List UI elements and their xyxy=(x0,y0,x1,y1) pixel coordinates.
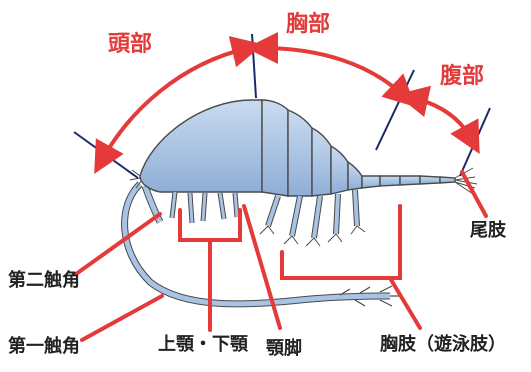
maxilliped-label: 顎脚 xyxy=(266,340,302,358)
uropod-leader xyxy=(462,172,486,216)
uropod-label: 尾肢 xyxy=(470,222,506,240)
abdomen-label: 腹部 xyxy=(440,66,484,88)
thorax-label: 胸部 xyxy=(286,14,330,36)
first-antenna-leader xyxy=(82,296,162,340)
legs-bracket xyxy=(282,206,400,278)
jaws-label: 上顎・下顎 xyxy=(158,336,248,354)
thorax-arrow xyxy=(262,48,404,96)
maxilliped-leader xyxy=(244,206,280,328)
second-antenna-leader xyxy=(76,214,160,274)
leader-lines xyxy=(76,172,486,340)
first-antenna-label: 第一触角 xyxy=(8,338,80,356)
thoracic-legs xyxy=(268,190,357,238)
head-label: 頭部 xyxy=(108,34,152,56)
thoracic-legs-label: 胸肢（遊泳肢） xyxy=(380,336,506,354)
second-antenna-label: 第二触角 xyxy=(8,272,80,290)
legs-leader xyxy=(390,278,420,328)
crustacean-body xyxy=(140,100,455,196)
abdomen-arrow xyxy=(412,98,472,140)
